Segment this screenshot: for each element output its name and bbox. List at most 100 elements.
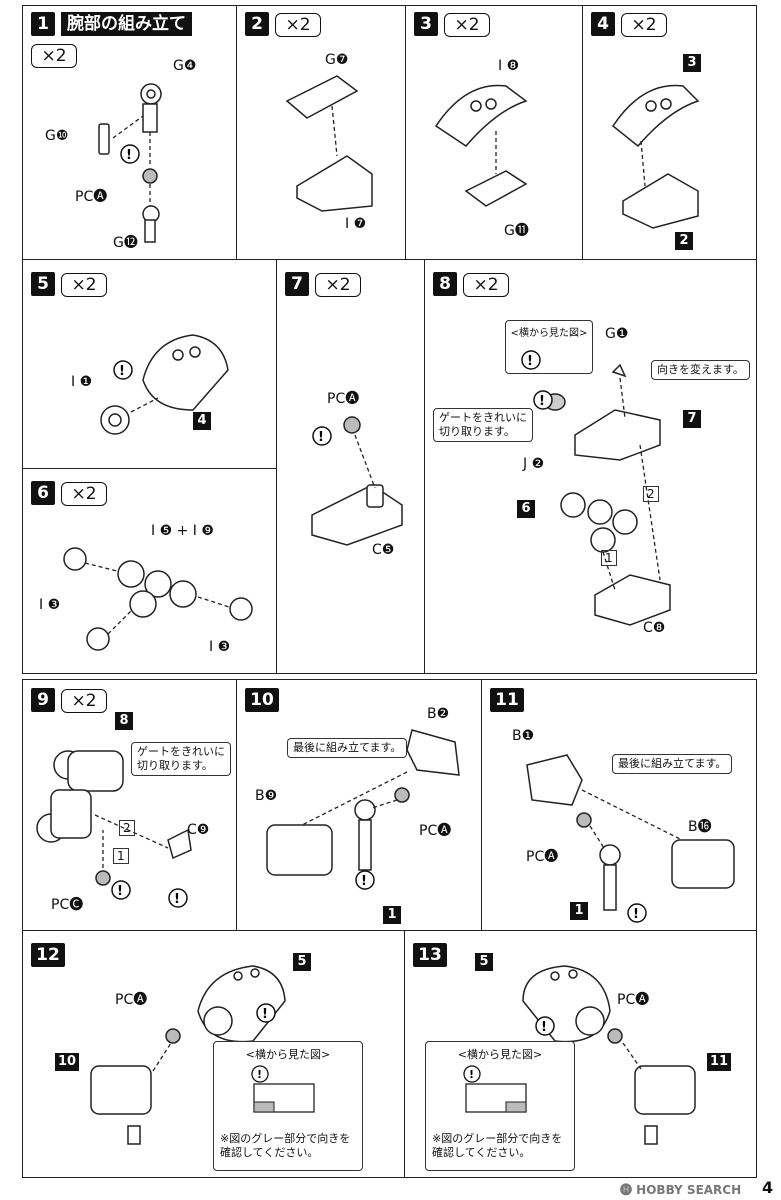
part-label: B❾ <box>255 788 278 804</box>
side-view-title: <横から見た図> <box>457 1048 543 1061</box>
part-label: PC🅐 <box>327 391 360 407</box>
part-label: C❾ <box>187 822 210 838</box>
page-number: 4 <box>762 1178 774 1197</box>
quantity-badge: ×2 <box>61 482 107 506</box>
part-label: I ❸ <box>39 597 61 613</box>
order-marker: 1 <box>113 848 129 864</box>
part-label: G❿ <box>45 128 69 144</box>
subassembly-ref: 1 <box>383 906 401 924</box>
step-number: 12 <box>31 943 65 967</box>
subassembly-ref: 5 <box>293 953 311 971</box>
step-2-panel: 2 ×2 G❼ I ❼ <box>236 5 406 260</box>
step-number: 1 <box>31 12 55 36</box>
part-label: PC🅐 <box>75 189 108 205</box>
step-number: 10 <box>245 688 279 712</box>
step-5-panel: 5 ×2 ! I ❶ 4 <box>22 259 277 469</box>
part-diagram <box>611 84 700 229</box>
quantity-badge: ×2 <box>31 44 77 68</box>
part-label: G❼ <box>325 52 349 68</box>
svg-text:!: ! <box>126 148 132 163</box>
arm-assembly-diagram: ! <box>98 83 162 243</box>
side-view-title: <横から見た図> <box>245 1048 331 1061</box>
part-label: B❷ <box>427 706 450 722</box>
order-marker: 2 <box>119 820 135 836</box>
part-label: PC🅐 <box>115 992 148 1008</box>
gate-note: ゲートをきれいに 切り取ります。 <box>131 742 231 776</box>
gate-note: ゲートをきれいに 切り取ります。 <box>433 408 533 442</box>
turn-note: 向きを変えます。 <box>651 360 750 380</box>
subassembly-ref: 8 <box>115 712 133 730</box>
quantity-badge: ×2 <box>621 13 667 37</box>
step-number: 7 <box>285 272 309 296</box>
part-diagram <box>434 84 528 207</box>
step-number: 4 <box>591 12 615 36</box>
step-number: 9 <box>31 688 55 712</box>
part-label: G❹ <box>173 58 197 74</box>
step-number: 2 <box>245 12 269 36</box>
step-number: 5 <box>31 272 55 296</box>
part-diagram <box>285 75 373 212</box>
part-diagram: ! <box>266 729 460 890</box>
step-7-panel: 7 ×2 ! PC🅐 C❺ <box>276 259 425 674</box>
part-label: G⓫ <box>504 223 529 239</box>
subassembly-ref: 6 <box>517 500 535 518</box>
part-diagram: ! <box>526 754 735 923</box>
subassembly-ref: 10 <box>55 1053 79 1071</box>
part-label: I ❼ <box>345 216 367 232</box>
svg-text:!: ! <box>318 430 324 445</box>
step-title: 腕部の組み立て <box>61 12 192 36</box>
part-label: G❶ <box>605 326 629 342</box>
orientation-note: ※図のグレー部分で向きを 確認してください。 <box>220 1132 351 1159</box>
subassembly-ref: 1 <box>570 902 588 920</box>
step-number: 3 <box>414 12 438 36</box>
part-label: G⓬ <box>113 235 138 251</box>
step-1-panel: 1 腕部の組み立て ×2 ! G❹ G❿ PC🅐 G⓬ <box>22 5 237 260</box>
subassembly-ref: 7 <box>683 410 701 428</box>
part-diagram: ! <box>100 334 229 435</box>
step-6-panel: 6 ×2 I ❺ + I ❾ I ❸ I ❸ <box>22 468 277 674</box>
part-label: I ❽ <box>498 58 520 74</box>
svg-text:!: ! <box>119 364 125 379</box>
svg-text:!: ! <box>541 1020 547 1035</box>
svg-text:!: ! <box>257 1068 262 1081</box>
part-label: I ❺ + I ❾ <box>151 523 214 539</box>
side-view-box: <横から見た図> <box>505 320 593 374</box>
svg-text:!: ! <box>117 884 123 899</box>
part-diagram: ! <box>522 965 696 1145</box>
quantity-badge: ×2 <box>61 273 107 297</box>
assemble-last-note: 最後に組み立てます。 <box>612 754 733 774</box>
part-diagram: ! ! <box>36 750 192 908</box>
part-diagram: ! ! <box>521 350 671 626</box>
part-label: PC🅐 <box>617 992 650 1008</box>
quantity-badge: ×2 <box>61 689 107 713</box>
svg-text:!: ! <box>361 874 367 889</box>
step-4-panel: 4 ×2 3 2 <box>582 5 757 260</box>
step-number: 11 <box>490 688 524 712</box>
part-label: B❶ <box>512 728 535 744</box>
part-label: C❺ <box>372 542 395 558</box>
part-diagram <box>63 547 253 651</box>
step-number: 8 <box>433 272 457 296</box>
part-label: B⓰ <box>688 819 712 835</box>
part-label: PC🅐 <box>419 823 452 839</box>
order-marker: 2 <box>643 486 659 502</box>
step-3-panel: 3 ×2 I ❽ G⓫ <box>405 5 583 260</box>
part-label: I ❶ <box>71 374 93 390</box>
svg-text:!: ! <box>262 1007 268 1022</box>
quantity-badge: ×2 <box>275 13 321 37</box>
step-12-panel: 12 ! PC🅐 5 10 <横から見た図> ! ※図のグレー部分で向きを 確認… <box>22 930 405 1178</box>
side-view-diagram: ! <box>463 1065 527 1113</box>
quantity-badge: ×2 <box>463 273 509 297</box>
orientation-note: ※図のグレー部分で向きを 確認してください。 <box>432 1132 563 1159</box>
part-label: I ❸ <box>209 639 231 655</box>
svg-text:!: ! <box>174 892 180 907</box>
assemble-last-note: 最後に組み立てます。 <box>287 738 408 758</box>
subassembly-ref: 2 <box>675 232 693 250</box>
subassembly-ref: 3 <box>683 54 701 72</box>
step-10-panel: 10 最後に組み立てます。 ! B❷ B❾ PC🅐 1 <box>236 679 482 931</box>
part-label: PC🅒 <box>51 897 84 913</box>
step-number: 13 <box>413 943 447 967</box>
side-view-box: <横から見た図> ! ※図のグレー部分で向きを 確認してください。 <box>425 1041 575 1171</box>
side-view-title: <横から見た図> <box>510 328 588 339</box>
part-diagram: ! <box>90 965 286 1145</box>
